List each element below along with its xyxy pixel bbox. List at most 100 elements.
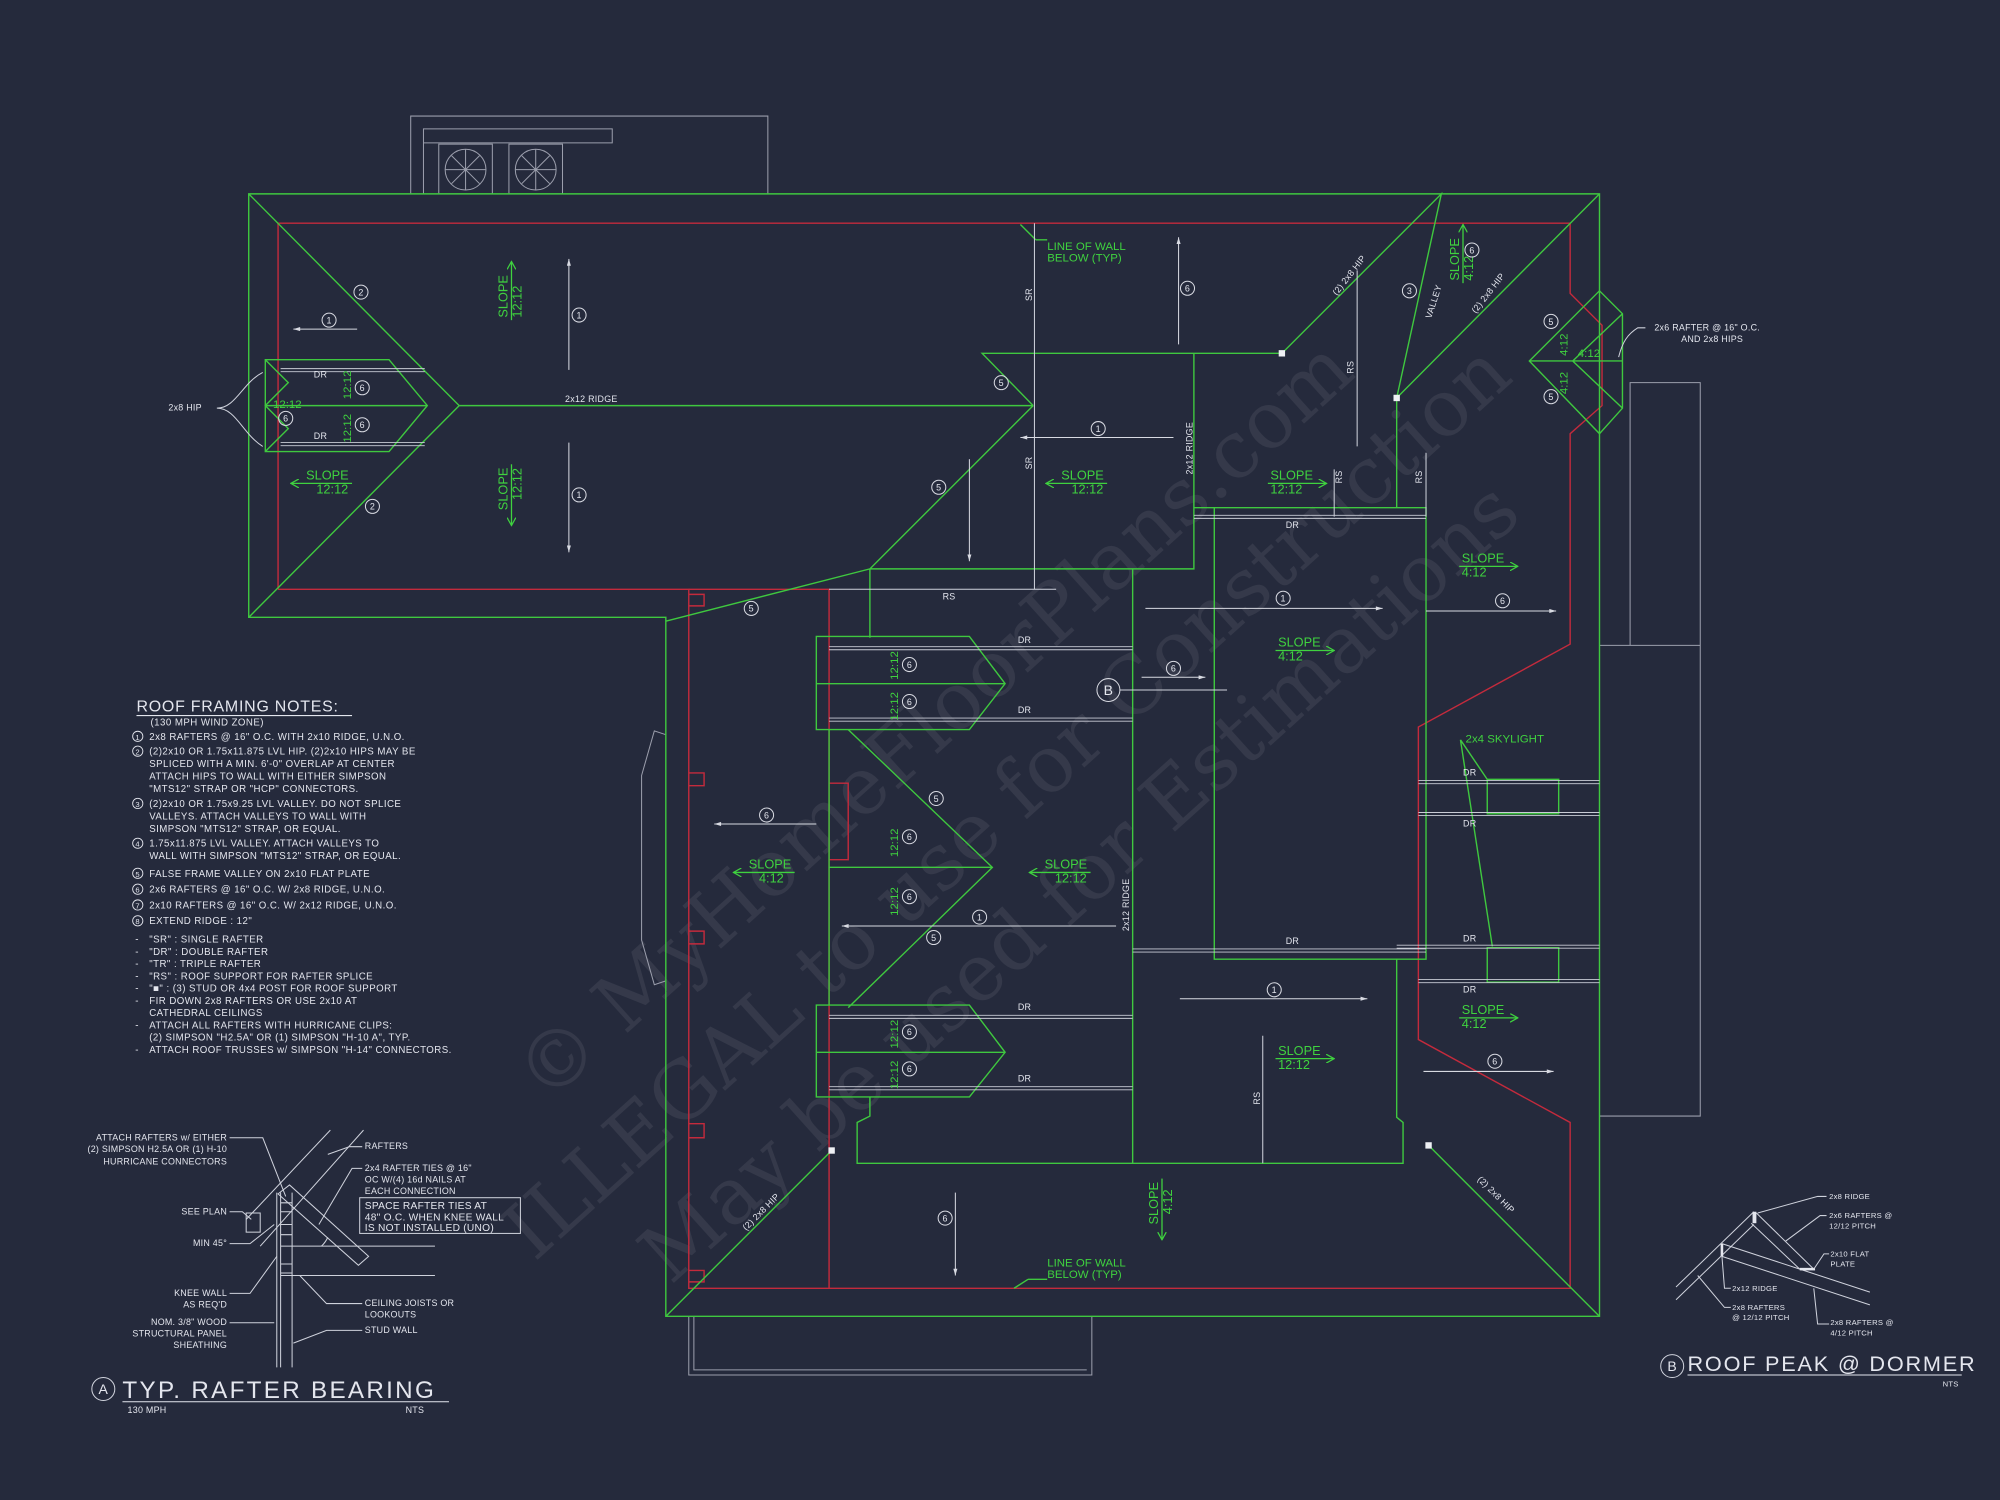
hip-leader (216, 371, 264, 447)
slope-pitch: 12:12 (1071, 482, 1103, 497)
note-marker: 1 (135, 733, 140, 742)
slope-pitch: 4:12 (1462, 1016, 1487, 1031)
note-marker: 7 (135, 901, 140, 910)
callout-number: 5 (936, 483, 941, 493)
callout-circle (993, 375, 1009, 391)
callout-circle (931, 479, 947, 495)
callout-circle (1275, 590, 1291, 606)
note-marker-circle (132, 867, 144, 879)
plan-label: 4:12 (1559, 334, 1571, 356)
callout-6: 6 (759, 807, 775, 823)
label: RAFTERS (365, 1141, 408, 1151)
note-line: "MTS12" STRAP OR "HCP" CONNECTORS. (149, 784, 358, 795)
note-line: (2)2x10 OR 1.75x11.875 LVL HIP. (2)2x10 … (149, 747, 416, 758)
plan-label: RS (943, 591, 956, 601)
callout-circle (364, 498, 380, 514)
callout-6: 6 (354, 380, 370, 396)
label: 2x8 RIDGE (1829, 1192, 1870, 1201)
plan-label-text: DR (1463, 768, 1477, 778)
bullet-dash: - (135, 947, 139, 958)
callout-number: 6 (764, 810, 769, 820)
callout-circle (743, 600, 759, 616)
plan-label: 4:12 (1578, 348, 1600, 360)
plan-label: SR (1024, 456, 1034, 469)
callout-circle (1487, 1053, 1503, 1069)
callout-1: 1 (571, 487, 587, 503)
detail-a-wind: 130 MPH (128, 1405, 167, 1415)
note-marker-circle (132, 899, 144, 911)
plan-label: 2x4 SKYLIGHT (1466, 733, 1544, 745)
label: (2) SIMPSON H2.5A OR (1) H-10 (87, 1144, 227, 1154)
slope-pitch: 12:12 (1278, 1057, 1310, 1072)
plan-label: RS (1252, 1092, 1262, 1105)
callout-number: 6 (1500, 596, 1505, 606)
callout-number: 2 (358, 287, 363, 297)
note-item: 3(2)2x10 OR 1.75x9.25 LVL VALLEY. DO NOT… (132, 797, 401, 835)
rafter-tie (277, 1184, 370, 1266)
plan-label-text: 2x6 RAFTER @ 16" O.C. (1654, 322, 1760, 332)
plan-label-text: 4:12 (1559, 372, 1571, 394)
bullet-line: ATTACH ALL RAFTERS WITH HURRICANE CLIPS: (149, 1020, 392, 1031)
post-marker (1425, 1142, 1432, 1149)
callout-5: 5 (993, 375, 1009, 391)
label: @ 12/12 PITCH (1732, 1313, 1789, 1322)
plan-label-text: 12:12 (889, 828, 901, 857)
roof-support-posts (828, 350, 1432, 1154)
plan-label-text: RS (1334, 471, 1344, 484)
slope-labels: SLOPE12:12SLOPE12:12SLOPE12:12SLOPE4:12S… (291, 224, 1518, 1239)
plan-label-text: 12:12 (889, 692, 901, 721)
callout-number: 5 (931, 933, 936, 943)
callout-number: 6 (907, 697, 912, 707)
note-marker-circle (132, 837, 144, 849)
note-marker-circle (132, 915, 144, 927)
adjacent-structure (1599, 382, 1701, 1117)
plan-label-text: DR (1018, 705, 1032, 715)
plan-label-text: 2x12 RIDGE (1121, 879, 1131, 932)
detail-marker-b-label: B (1667, 1358, 1677, 1374)
plan-label: 12:12 (889, 651, 901, 680)
callout-B: B (1096, 678, 1121, 703)
plan-label: DR (1018, 705, 1032, 715)
plan-label: DR (314, 370, 327, 380)
label: IS NOT INSTALLED (UNO) (365, 1223, 494, 1234)
plan-label: LINE OF WALL (1047, 1258, 1126, 1270)
slope-text: SLOPE (1061, 468, 1104, 483)
note-line: 2x6 RAFTERS @ 16" O.C. W/ 2x8 RIDGE, U.N… (149, 885, 385, 896)
label: PLATE (1830, 1260, 1855, 1269)
callout-circle (901, 1024, 917, 1040)
plan-label-text: 2x8 HIP (168, 403, 201, 413)
callout-circle (321, 312, 337, 328)
note-bullet: -"■" : (3) STUD OR 4x4 POST FOR ROOF SUP… (135, 984, 397, 995)
plan-label-text: RS (1252, 1092, 1262, 1105)
note-line: VALLEYS. ATTACH VALLEYS TO WALL WITH (149, 811, 366, 822)
label: MIN 45° (193, 1238, 227, 1248)
callout-number: 1 (1281, 594, 1286, 604)
label: 2x12 RIDGE (1732, 1284, 1777, 1293)
callout-circle (571, 487, 587, 503)
detail-a-rafter-bearing: A TYP. RAFTER BEARING 130 MPH NTS ATTACH… (87, 1129, 521, 1415)
callout-5: 5 (1543, 389, 1559, 405)
plan-label: 12:12 (889, 692, 901, 721)
bullet-line: "DR" : DOUBLE RAFTER (149, 947, 268, 958)
callout-6: 6 (1179, 280, 1196, 296)
post-marker (1278, 350, 1286, 357)
rafter-tie-note-box (359, 1197, 521, 1234)
label: 2x4 RAFTER TIES @ 16" (365, 1163, 472, 1173)
callout-number: 5 (749, 604, 754, 614)
callout-5: 5 (926, 929, 942, 946)
callout-circle (972, 909, 988, 925)
callout-number: 5 (1548, 392, 1553, 402)
callout-circle (1401, 283, 1417, 299)
plan-label-text: DR (1463, 933, 1477, 943)
callout-circle (926, 929, 942, 946)
plan-label-text: 12:12 (273, 399, 302, 411)
plan-label: DR (1286, 520, 1299, 530)
callout-circle (1543, 389, 1559, 405)
callout-number: 6 (1185, 284, 1190, 294)
callout-number: 6 (360, 383, 365, 393)
note-line: SPLICED WITH A MIN. 6'-0" OVERLAP AT CEN… (149, 759, 395, 770)
plan-label: DR (1018, 1002, 1031, 1012)
